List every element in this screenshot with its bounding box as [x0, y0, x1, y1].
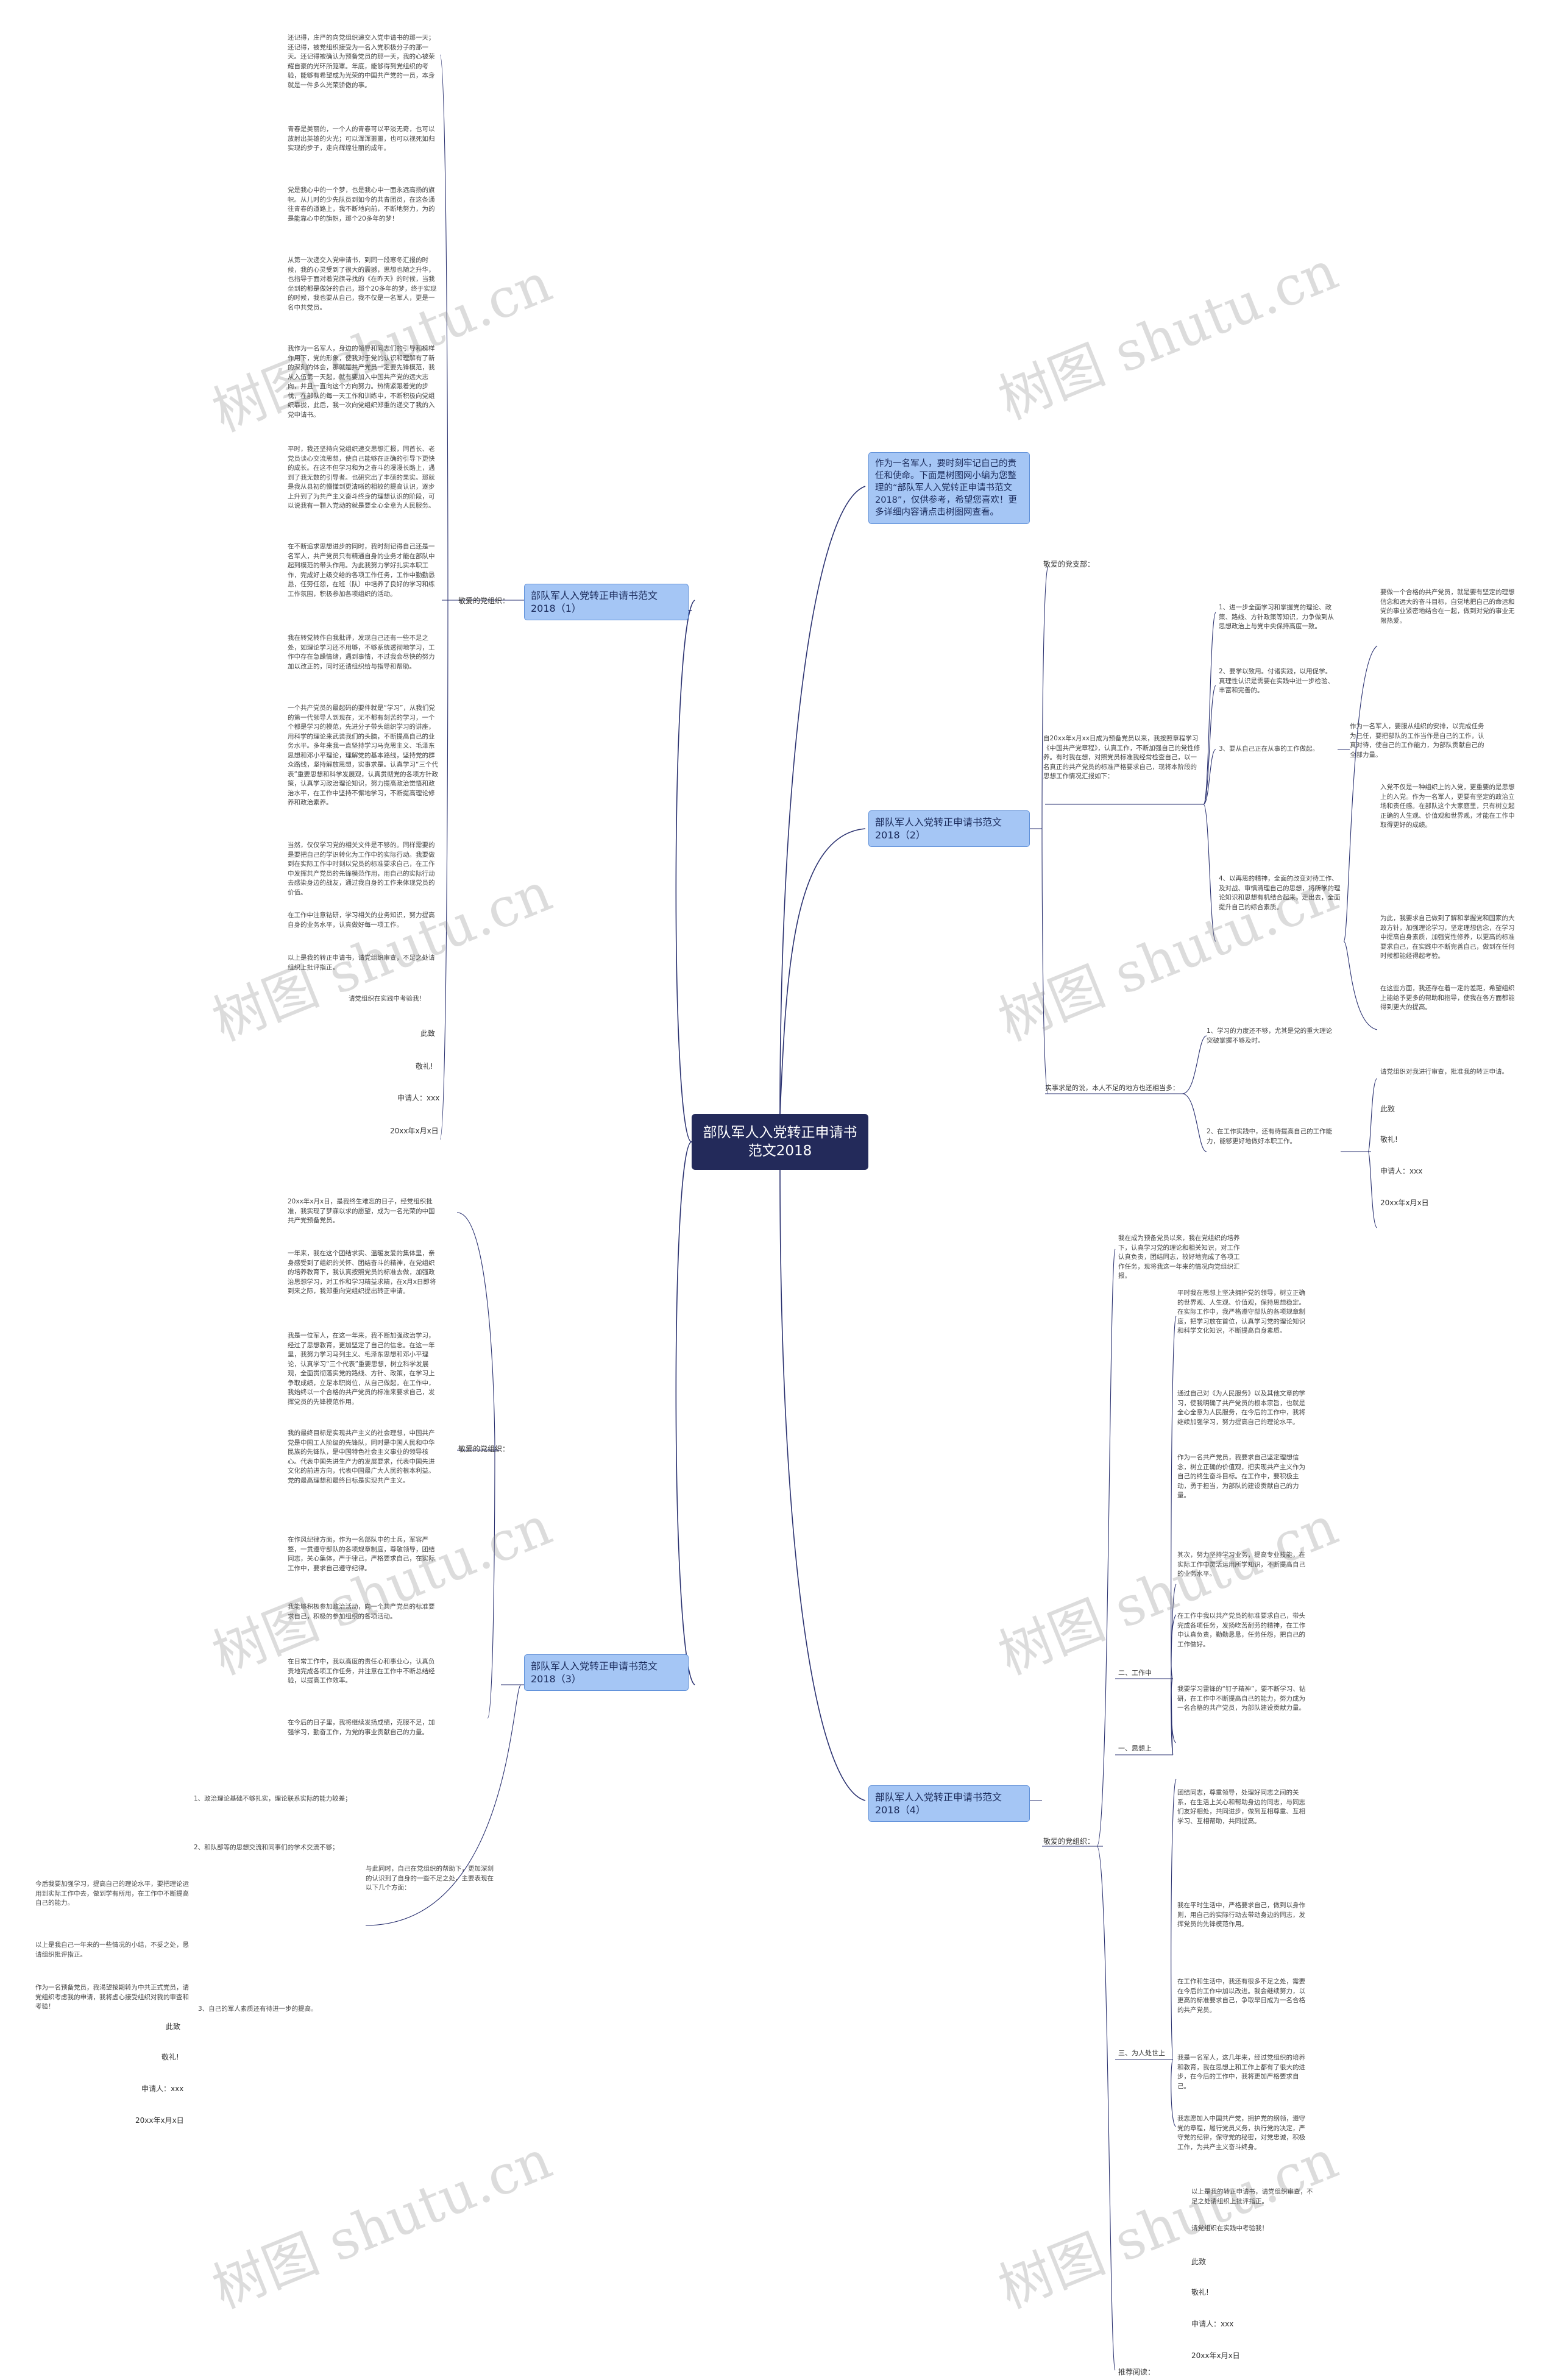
b4-sec3-para: 我在平时生活中，严格要求自己，做到以身作则，用自己的实际行动去带动身边的同志，发…: [1177, 1902, 1305, 1928]
b2-shortcoming: 1、学习的力度还不够，尤其是党的重大理论突破掌握不够及时。: [1207, 1027, 1333, 1044]
b2-shortcoming-head: 实事求是的说，本人不足的地方也还相当多：: [1045, 1084, 1179, 1092]
b4-sec2-label: 二、工作中: [1118, 1669, 1152, 1677]
b2-closing: 敬礼!: [1380, 1135, 1398, 1144]
b4-sec3-label: 三、为人处世上: [1118, 2049, 1165, 2057]
b4-sec1-para: 作为一名共产党员，我要求自己坚定理想信念，树立正确的价值观，把实现共产主义作为自…: [1177, 1454, 1305, 1499]
b4-footer: 推荐阅读：: [1118, 2368, 1155, 2376]
b4-closing: 申请人：xxx: [1191, 2320, 1234, 2328]
b1-closing: 20xx年x月x日: [390, 1127, 439, 1135]
b1-closing: 此致: [420, 1029, 436, 1038]
b1-para: 党是我心中的一个梦，也是我心中一面永远高扬的旗帜。从儿时的少先队员到如今的共青团…: [288, 186, 435, 222]
b2-closing: 申请人：xxx: [1380, 1167, 1423, 1175]
b3-salutation: 敬爱的党组织：: [458, 1445, 510, 1453]
b3-para: 我是一位军人，在这一年来，我不断加强政治学习，经过了思想教育，更加坚定了自己的信…: [288, 1332, 435, 1406]
b3-para: 在今后的日子里，我将继续发扬成绩，克服不足，加强学习，勤奋工作，为党的事业贡献自…: [288, 1719, 435, 1736]
b2-item: 3、要从自己正在从事的工作做起。: [1219, 745, 1319, 753]
b3-left-para: 以上是我自己一年来的一些情况的小结，不妥之处，恳请组织批评指正。: [35, 1941, 189, 1958]
b3-para: 20xx年x月x日，是我终生难忘的日子，经党组织批准，我实现了梦寐以求的愿望，成…: [288, 1198, 435, 1224]
b1-para: 在工作中注意钻研，学习相关的业务知识，努力提高自身的业务水平，认真做好每一项工作…: [288, 912, 435, 929]
b4-sec3-para: 在工作和生活中，我还有很多不足之处，需要在今后的工作中加以改进。我会继续努力，以…: [1177, 1978, 1305, 2014]
branch-3-title[interactable]: 部队军人入党转正申请书范文2018（3）: [524, 1654, 689, 1691]
b1-para: 以上是我的转正申请书，请党组织审查，不足之处请组织上批评指正。: [288, 954, 435, 971]
b1-para: 当然，仅仅学习党的相关文件是不够的。同样需要的是要把自己的学识转化为工作中的实际…: [288, 841, 435, 896]
b2-item: 2、要学以致用。付诸实践，以用促学。真理性认识是需要在实践中进一步检验、丰富和完…: [1219, 668, 1334, 694]
b3-point: 2、和队部等的思想交流和同事们的学术交流不够；: [194, 1844, 339, 1851]
b3-para: 在作风纪律方面，作为一名部队中的士兵，军容严整，一贯遵守部队的各项规章制度，尊敬…: [288, 1536, 435, 1572]
b3-point: 1、政治理论基础不够扎实，理论联系实际的能力较差；: [194, 1795, 352, 1802]
b1-closing: 敬礼!: [416, 1062, 433, 1071]
b2-sub4: 入党不仅是一种组织上的入党，更重要的是思想上的入党。作为一名军人，更要有坚定的政…: [1380, 784, 1515, 829]
b2-sub4: 要做一个合格的共产党员，就是要有坚定的理想信念和远大的奋斗目标，自觉地把自己的命…: [1380, 589, 1515, 625]
b4-sec1-para: 通过自己对《为人民服务》以及其他文章的学习，使我明确了共产党员的根本宗旨，也就是…: [1177, 1390, 1305, 1426]
b1-para: 我在转党转作自我批评，发现自己还有一些不足之处，如理论学习还不用够，不够系统透彻…: [288, 634, 435, 670]
b4-sec3-para: 团结同志，尊重领导，处理好同志之间的关系，在生活上关心和帮助身边的同志，与同志们…: [1177, 1789, 1305, 1825]
b4-sec1-para: 其次，努力坚持学习业务，提高专业技能，在实际工作中灵活运用所学知识，不断提高自己…: [1177, 1551, 1305, 1578]
b4-closing: 20xx年x月x日: [1191, 2351, 1240, 2360]
central-topic[interactable]: 部队军人入党转正申请书范文2018: [692, 1114, 868, 1170]
b4-sec2-para: 我要学习雷锋的“钉子精神”，要不断学习、钻研，在工作中不断提高自己的能力，努力成…: [1177, 1685, 1306, 1712]
b1-para: 请党组织在实践中考验我！: [349, 995, 425, 1002]
b1-para: 从第一次递交入党申请书，到同一段寒冬汇报的时候，我的心灵受到了很大的震撼，思想也…: [288, 257, 437, 311]
b3-closing: 此致: [166, 2022, 181, 2031]
b4-sec3-para: 我志愿加入中国共产党，拥护党的纲领，遵守党的章程，履行党员义务，执行党的决定，严…: [1177, 2115, 1305, 2151]
b3-closing: 申请人：xxx: [141, 2084, 184, 2093]
b1-para: 平时，我还坚持向党组织递交思想汇报，同首长、老党员谈心交流思想，使自己能够在正确…: [288, 445, 435, 509]
b4-ending: 以上是我的转正申请书，请党组织审查，不足之处请组织上批评指正。: [1191, 2188, 1313, 2205]
b1-para: 青春是美丽的，一个人的青春可以平淡无奇，也可以放射出英雄的火光；可以浑浑噩噩，也…: [288, 126, 435, 152]
b3-left-para: 作为一名预备党员，我渴望按期转为中共正式党员，请党组织考虑我的申请，我将虚心接受…: [35, 1984, 189, 2010]
intro-node[interactable]: 作为一名军人，要时刻牢记自己的责任和使命。下面是树图网小编为您整理的“部队军人入…: [868, 452, 1030, 524]
b2-main: 自20xx年x月xx日成为预备党员以来，我按照章程学习《中国共产党章程》，认真工…: [1043, 735, 1200, 780]
b4-closing: 敬礼!: [1191, 2288, 1209, 2297]
b2-request: 请党组织对我进行审查，批准我的转正申请。: [1380, 1068, 1508, 1075]
b4-sec1-para: 平时我在思想上坚决拥护党的领导，树立正确的世界观、人生观、价值观，保持思想稳定。…: [1177, 1289, 1305, 1334]
branch-4-title[interactable]: 部队军人入党转正申请书范文2018（4）: [868, 1785, 1030, 1822]
b2-closing: 20xx年x月x日: [1380, 1199, 1429, 1207]
b1-para: 还记得，庄严的向党组织递交入党申请书的那一天；还记得，被党组织接受为一名入党积极…: [288, 34, 435, 89]
b1-para: 我作为一名军人，身边的领导和同志们的引导和榜样作用下，党的形象，使我对于党的认识…: [288, 345, 435, 419]
b2-item: 4、以再思的精神，全面的改变对待工作、及对战、审慎清理自己的思想，将所学的理论知…: [1219, 875, 1341, 911]
b3-para: 我能够积极参加政治活动，向一个共产党员的标准要求自己，积极的参加组织的各项活动。: [288, 1603, 435, 1620]
b3-closing: 敬礼!: [161, 2053, 179, 2061]
branch-1-title[interactable]: 部队军人入党转正申请书范文2018（1）: [524, 584, 689, 620]
b3-left-para: 今后我要加强学习，提高自己的理论水平，要把理论运用到实际工作中去，做到学有所用，…: [35, 1880, 189, 1907]
b1-para: 一个共产党员的最起码的要件就是“学习”，从我们党的第一代领导人到现在，无不都有刻…: [288, 704, 438, 806]
b4-sec2-para: 在工作中我以共产党员的标准要求自己，带头完成各项任务，发扬吃苦耐劳的精神，在工作…: [1177, 1612, 1305, 1648]
b1-para: 在不断追求思想进步的同时，我时刻记得自己还是一名军人，共产党员只有精通自身的业务…: [288, 543, 435, 598]
b4-salutation: 敬爱的党组织：: [1043, 1837, 1095, 1846]
b3-shortcoming-intro: 与此同时，自己在党组织的帮助下，更加深刻的认识到了自身的一些不足之处，主要表现在…: [366, 1865, 494, 1891]
b3-para: 我的最终目标是实现共产主义的社会理想，中国共产党是中国工人阶级的先锋队，同时是中…: [288, 1429, 435, 1484]
b3-closing: 20xx年x月x日: [135, 2116, 184, 2125]
b4-intro: 我在成为预备党员以来，我在党组织的培养下，认真学习党的理论和相关知识，对工作认真…: [1118, 1234, 1240, 1280]
b2-shortcoming: 2、在工作实践中，还有待提高自己的工作能力，能够更好地做好本职工作。: [1207, 1128, 1333, 1145]
b2-sub4: 在这些方面，我还存在着一定的差距，希望组织上能给予更多的帮助和指导，使我在各方面…: [1380, 985, 1515, 1011]
b2-sub4: 为此，我要求自己做到了解和掌握党和国家的大政方针，加强理论学习，坚定理想信念，在…: [1380, 915, 1515, 960]
b3-para: 在日常工作中，我以高度的责任心和事业心，认真负责地完成各项工作任务，并注意在工作…: [288, 1658, 435, 1684]
b2-salutation: 敬爱的党支部：: [1043, 560, 1095, 568]
b4-sec3-para: 我是一名军人，这几年来，经过党组织的培养和教育，我在思想上和工作上都有了很大的进…: [1177, 2054, 1305, 2090]
b4-closing: 此致: [1191, 2258, 1207, 2266]
b1-closing: 申请人：xxx: [397, 1094, 440, 1102]
b4-ending: 请党组织在实践中考验我！: [1191, 2225, 1268, 2232]
b3-point: 3、自己的军人素质还有待进一步的提高。: [198, 2005, 317, 2013]
b2-item: 1、进一步全面学习和掌握党的理论、政策、路线、方针政策等知识，力争做到从思想政治…: [1219, 604, 1334, 630]
b4-sec1-label: 一、思想上: [1118, 1744, 1152, 1752]
b1-salutation: 敬爱的党组织：: [458, 597, 510, 605]
b2-sub3: 作为一名军人，要服从组织的安排，以完成任务为己任，要把部队的工作当作是自己的工作…: [1350, 723, 1484, 759]
b2-closing: 此致: [1380, 1105, 1395, 1113]
b3-para: 一年来，我在这个团结求实、温暖友爱的集体里，亲身感受到了组织的关怀、团结奋斗的精…: [288, 1250, 436, 1295]
branch-2-title[interactable]: 部队军人入党转正申请书范文2018（2）: [868, 810, 1030, 847]
